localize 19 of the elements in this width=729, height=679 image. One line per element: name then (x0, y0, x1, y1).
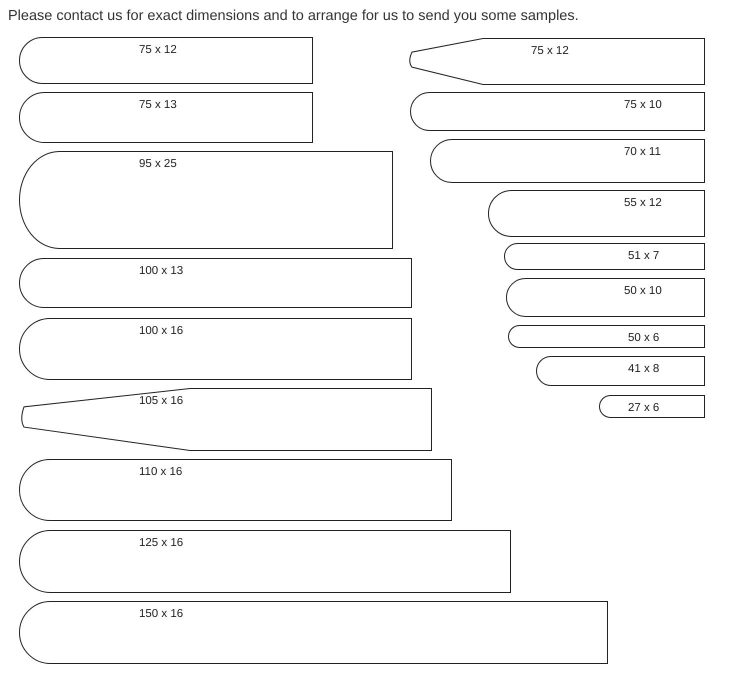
size-label: 95 x 25 (139, 157, 177, 171)
size-label: 75 x 13 (139, 98, 177, 112)
size-label: 75 x 10 (624, 98, 662, 112)
size-label: 70 x 11 (624, 145, 661, 159)
size-label: 110 x 16 (139, 465, 182, 479)
size-label: 55 x 12 (624, 196, 662, 210)
size-label: 41 x 8 (628, 362, 660, 376)
size-label: 51 x 7 (628, 249, 660, 263)
size-label: 100 x 16 (139, 324, 184, 338)
size-label: 125 x 16 (139, 536, 184, 550)
size-label: 50 x 10 (624, 284, 662, 298)
size-label: 100 x 13 (139, 264, 184, 278)
size-label: 105 x 16 (139, 394, 184, 408)
size-label: 50 x 6 (628, 331, 660, 345)
size-label: 150 x 16 (139, 607, 184, 621)
size-label: 75 x 12 (139, 43, 177, 57)
size-label: 27 x 6 (628, 401, 660, 415)
heading-text: Please contact us for exact dimensions and to arrange for us to send you some samples. (8, 8, 579, 24)
size-label: 75 x 12 (531, 44, 569, 58)
